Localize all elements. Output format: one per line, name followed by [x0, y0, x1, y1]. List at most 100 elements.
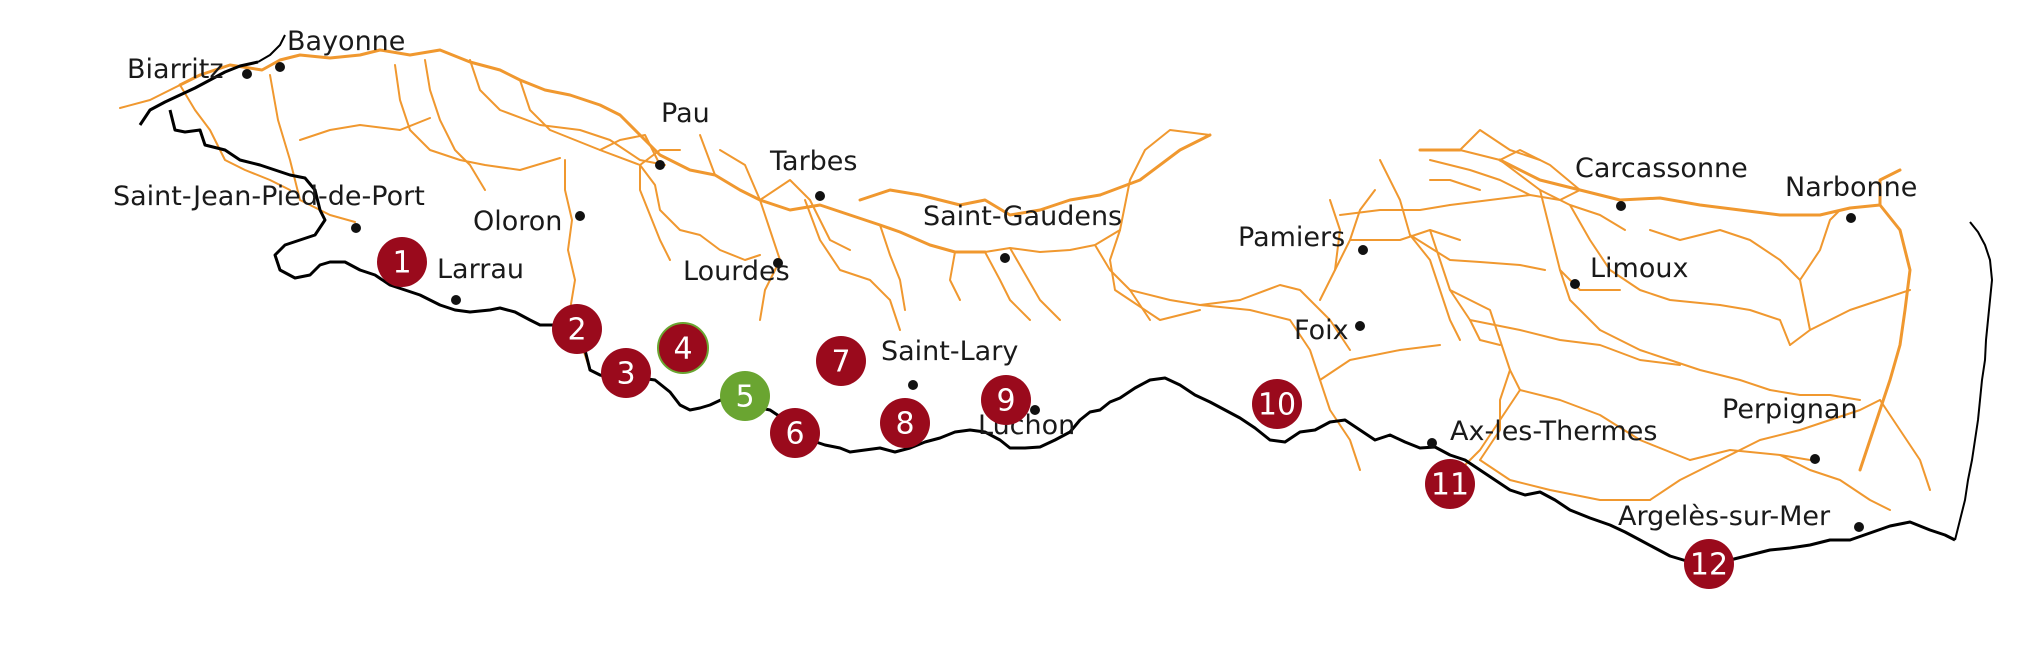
- coastline: [1954, 221, 1993, 541]
- road-segment: [519, 79, 641, 166]
- road-segment: [1469, 319, 1681, 366]
- numbered-marker[interactable]: 9: [981, 375, 1031, 425]
- marker-circle[interactable]: [880, 398, 930, 448]
- road-segment: [1429, 179, 1481, 191]
- road-network: [119, 48, 1931, 511]
- marker-number: 11: [1431, 468, 1469, 503]
- marker-circle[interactable]: [1252, 379, 1302, 429]
- road-segment: [1599, 329, 1771, 391]
- marker-circle[interactable]: [981, 375, 1031, 425]
- road-segment: [984, 251, 1031, 321]
- road-segment: [984, 229, 1121, 253]
- marker-circle[interactable]: [816, 336, 866, 386]
- numbered-marker[interactable]: 6: [770, 408, 820, 458]
- road-segment: [1094, 244, 1151, 321]
- marker-number: 7: [831, 345, 850, 380]
- city-label: Saint-Gaudens: [923, 201, 1122, 232]
- road-segment: [1479, 459, 1651, 501]
- numbered-marker[interactable]: 1: [377, 237, 427, 287]
- city: Biarritz: [127, 54, 252, 85]
- road-segment: [269, 74, 356, 223]
- road-segment: [179, 49, 986, 253]
- road-segment: [1199, 304, 1321, 381]
- numbered-marker[interactable]: 11: [1425, 459, 1475, 509]
- major-road-segment: [1858, 203, 1912, 472]
- road-segment: [469, 59, 666, 166]
- city-label: Perpignan: [1722, 394, 1858, 425]
- road-segment: [1459, 149, 1581, 191]
- road-segment: [1519, 389, 1691, 461]
- road-segment: [1319, 344, 1441, 381]
- city: Foix: [1294, 315, 1365, 346]
- city: Tarbes: [769, 146, 858, 201]
- city-label: Narbonne: [1785, 172, 1917, 203]
- city: Saint-Lary: [881, 336, 1018, 390]
- road-segment: [879, 224, 906, 311]
- numbered-marker[interactable]: 7: [816, 336, 866, 386]
- city: Pau: [655, 98, 710, 170]
- road-segment: [1779, 454, 1891, 511]
- city: Lourdes: [683, 256, 790, 287]
- city: Pamiers: [1238, 222, 1368, 255]
- road-segment: [1319, 199, 1341, 301]
- city-label: Lourdes: [683, 256, 790, 287]
- road-segment: [1449, 289, 1521, 391]
- city: Saint-Gaudens: [923, 201, 1122, 263]
- marker-circle[interactable]: [720, 371, 770, 421]
- road-segment: [759, 179, 851, 251]
- road-segment: [1689, 449, 1811, 461]
- border-lines: [138, 34, 1993, 567]
- marker-number: 10: [1258, 388, 1296, 423]
- city-dot: [575, 211, 585, 221]
- marker-circle[interactable]: [552, 304, 602, 354]
- city-label: Saint-Lary: [881, 336, 1018, 367]
- numbered-marker[interactable]: 8: [880, 398, 930, 448]
- road-segment: [1719, 304, 1791, 346]
- marker-number: 9: [996, 384, 1015, 419]
- road-segment: [1119, 129, 1211, 231]
- road-segment: [639, 164, 671, 261]
- road-segment: [1449, 189, 1581, 206]
- road-segment: [1799, 399, 1881, 431]
- numbered-marker[interactable]: 4: [657, 322, 709, 374]
- city: Perpignan: [1722, 394, 1858, 464]
- road-segment: [1319, 379, 1361, 471]
- road-segment: [1109, 229, 1201, 321]
- city: Narbonne: [1785, 172, 1917, 223]
- marker-circle[interactable]: [1684, 539, 1734, 589]
- numbered-marker[interactable]: 2: [552, 304, 602, 354]
- road-segment: [1559, 269, 1621, 291]
- road-segment: [299, 117, 431, 141]
- city-dot: [1616, 201, 1626, 211]
- road-segment: [1809, 289, 1911, 331]
- city-dot: [908, 380, 918, 390]
- city-dot: [1358, 245, 1368, 255]
- marker-circle[interactable]: [601, 348, 651, 398]
- city-dot: [1030, 405, 1040, 415]
- road-segment: [424, 59, 486, 191]
- numbered-marker[interactable]: 12: [1684, 539, 1734, 589]
- road-segment: [1429, 229, 1471, 321]
- numbered-marker[interactable]: 5: [720, 371, 770, 421]
- road-segment: [1459, 389, 1521, 471]
- road-segment: [394, 64, 561, 171]
- marker-circle[interactable]: [657, 322, 709, 374]
- road-segment: [1469, 319, 1501, 346]
- marker-circle[interactable]: [770, 408, 820, 458]
- city-layer: BayonneBiarritzPauTarbesSaint-Jean-Pied-…: [113, 26, 1917, 532]
- road-segment: [119, 84, 181, 109]
- marker-number: 12: [1690, 548, 1728, 583]
- city-dot: [275, 62, 285, 72]
- road-segment: [1409, 234, 1546, 271]
- road-segment: [949, 251, 961, 301]
- numbered-marker[interactable]: 10: [1252, 379, 1302, 429]
- marker-circle[interactable]: [377, 237, 427, 287]
- marker-circle[interactable]: [1425, 459, 1475, 509]
- major-road-segment: [1498, 158, 1882, 217]
- numbered-marker[interactable]: 3: [601, 348, 651, 398]
- road-segment: [1799, 209, 1841, 281]
- city-dot: [242, 69, 252, 79]
- road-segment: [699, 134, 716, 176]
- road-segment: [1649, 229, 1811, 346]
- major-road-segment: [1098, 133, 1212, 197]
